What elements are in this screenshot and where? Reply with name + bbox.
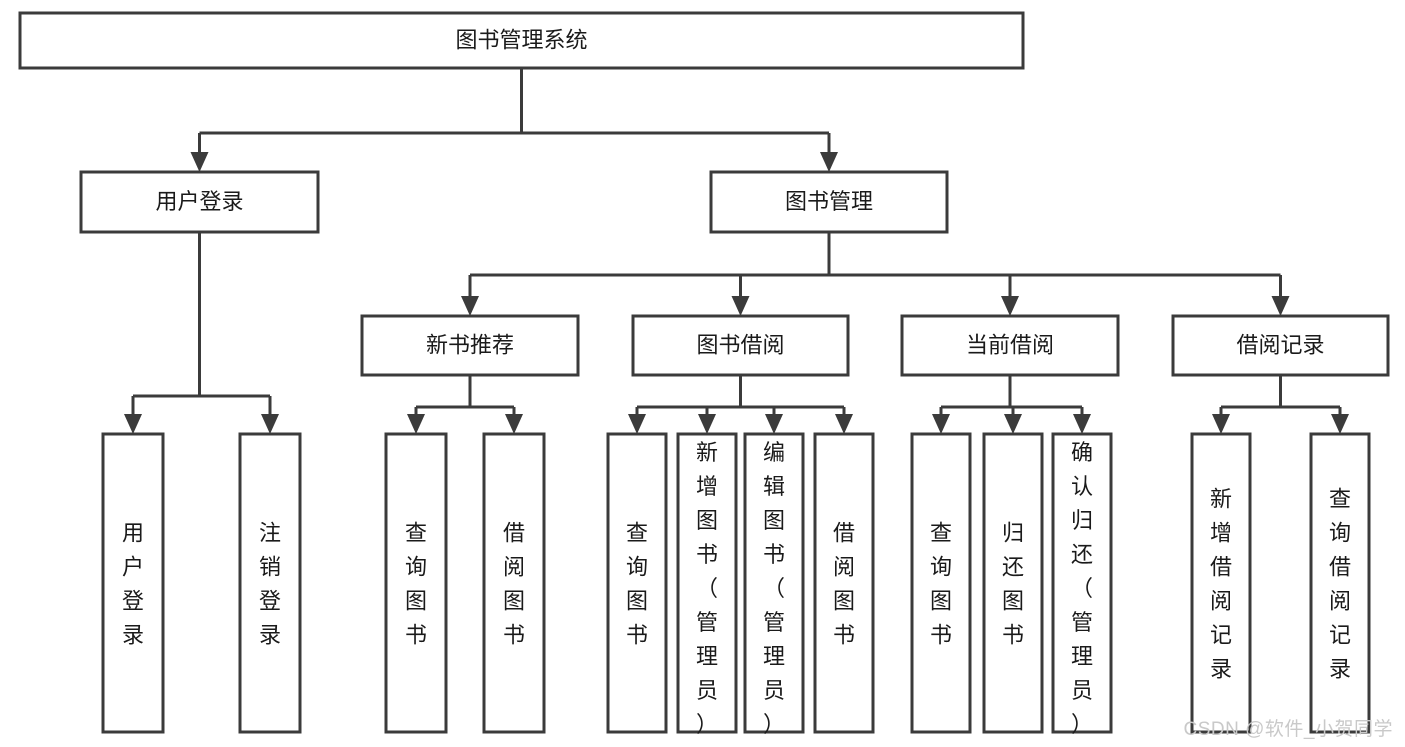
node-leaf-query-book-borrow[interactable]: 查询图书 (606, 432, 668, 734)
arrow-head-icon (1331, 414, 1349, 434)
node-current-borrow[interactable]: 当前借阅 (900, 314, 1120, 377)
node-label-leaf-user-login: 用户登录 (122, 521, 144, 648)
node-box-leaf-borrow-book-recommend[interactable] (482, 432, 546, 734)
node-root[interactable]: 图书管理系统 (18, 11, 1025, 70)
node-label-book-borrow: 图书借阅 (696, 332, 784, 357)
node-leaf-user-logout[interactable]: 注销登录 (238, 432, 302, 734)
node-label-leaf-query-book-current: 查询图书 (930, 521, 952, 648)
node-label-leaf-return-book: 归还图书 (1002, 521, 1024, 648)
arrow-head-icon (1001, 296, 1019, 316)
node-label-user-login: 用户登录 (155, 189, 243, 214)
node-label-leaf-borrow-book-recommend: 借阅图书 (503, 521, 525, 648)
arrow-head-icon (1271, 296, 1290, 316)
arrow-head-icon (835, 414, 853, 434)
node-leaf-return-book[interactable]: 归还图书 (982, 432, 1044, 734)
arrow-head-icon (407, 414, 425, 434)
node-box-leaf-query-book-borrow[interactable] (606, 432, 668, 734)
node-box-user-login[interactable] (79, 170, 320, 234)
node-box-book-borrow[interactable] (631, 314, 850, 377)
node-label-leaf-query-book-borrow: 查询图书 (626, 521, 648, 648)
node-label-leaf-confirm-return-admin: 确认归还（管理员） (1071, 440, 1093, 737)
node-leaf-edit-book-admin[interactable]: 编辑图书（管理员） (743, 432, 805, 737)
node-label-root: 图书管理系统 (455, 27, 587, 52)
node-leaf-query-borrow-record[interactable]: 查询借阅记录 (1309, 432, 1371, 734)
node-label-leaf-query-book-recommend: 查询图书 (405, 521, 427, 648)
node-label-new-book-recommend: 新书推荐 (426, 332, 514, 357)
node-leaf-add-book-admin[interactable]: 新增图书（管理员） (676, 432, 738, 737)
node-box-leaf-query-book-recommend[interactable] (384, 432, 448, 734)
arrow-head-icon (505, 414, 523, 434)
arrow-head-icon (1212, 414, 1230, 434)
node-borrow-record[interactable]: 借阅记录 (1171, 314, 1390, 377)
node-leaf-user-login[interactable]: 用户登录 (101, 432, 165, 734)
arrow-head-icon (461, 296, 479, 316)
node-user-login[interactable]: 用户登录 (79, 170, 320, 234)
node-box-current-borrow[interactable] (900, 314, 1120, 377)
node-book-management[interactable]: 图书管理 (709, 170, 949, 234)
node-label-leaf-add-borrow-record: 新增借阅记录 (1210, 487, 1232, 682)
arrow-head-icon (932, 414, 950, 434)
node-box-leaf-add-borrow-record[interactable] (1190, 432, 1252, 734)
arrow-head-icon (1004, 414, 1022, 434)
node-box-book-management[interactable] (709, 170, 949, 234)
node-box-leaf-query-borrow-record[interactable] (1309, 432, 1371, 734)
node-box-root[interactable] (18, 11, 1025, 70)
arrow-head-icon (765, 414, 783, 434)
node-box-leaf-edit-book-admin[interactable] (743, 432, 805, 734)
node-label-leaf-user-logout: 注销登录 (259, 521, 281, 648)
node-leaf-query-book-current[interactable]: 查询图书 (910, 432, 972, 734)
node-leaf-query-book-recommend[interactable]: 查询图书 (384, 432, 448, 734)
node-box-leaf-confirm-return-admin[interactable] (1051, 432, 1113, 734)
node-leaf-add-borrow-record[interactable]: 新增借阅记录 (1190, 432, 1252, 734)
arrow-head-icon (261, 414, 279, 434)
node-box-borrow-record[interactable] (1171, 314, 1390, 377)
arrow-head-icon (190, 152, 209, 172)
node-box-leaf-query-book-current[interactable] (910, 432, 972, 734)
node-label-leaf-edit-book-admin: 编辑图书（管理员） (763, 440, 785, 737)
node-label-book-management: 图书管理 (785, 189, 873, 214)
node-box-leaf-add-book-admin[interactable] (676, 432, 738, 734)
node-book-borrow[interactable]: 图书借阅 (631, 314, 850, 377)
csdn-watermark: CSDN @软件_小贺同学 (1183, 719, 1393, 740)
arrow-head-icon (1073, 414, 1091, 434)
node-label-leaf-borrow-book: 借阅图书 (833, 521, 855, 648)
node-new-book-recommend[interactable]: 新书推荐 (360, 314, 580, 377)
node-label-borrow-record: 借阅记录 (1236, 332, 1324, 357)
node-box-leaf-borrow-book[interactable] (813, 432, 875, 734)
arrow-head-icon (628, 414, 646, 434)
node-leaf-borrow-book[interactable]: 借阅图书 (813, 432, 875, 734)
node-leaf-confirm-return-admin[interactable]: 确认归还（管理员） (1051, 432, 1113, 737)
node-box-leaf-user-login[interactable] (101, 432, 165, 734)
arrow-head-icon (124, 414, 142, 434)
arrow-head-icon (820, 152, 838, 172)
node-box-new-book-recommend[interactable] (360, 314, 580, 377)
node-box-leaf-user-logout[interactable] (238, 432, 302, 734)
node-box-leaf-return-book[interactable] (982, 432, 1044, 734)
node-label-current-borrow: 当前借阅 (966, 332, 1054, 357)
node-layer: 图书管理系统用户登录图书管理新书推荐图书借阅当前借阅借阅记录用户登录注销登录查询… (18, 11, 1390, 737)
arrow-head-icon (698, 414, 716, 434)
node-leaf-borrow-book-recommend[interactable]: 借阅图书 (482, 432, 546, 734)
arrow-head-icon (731, 296, 750, 316)
node-label-leaf-query-borrow-record: 查询借阅记录 (1329, 487, 1351, 682)
node-label-leaf-add-book-admin: 新增图书（管理员） (696, 440, 718, 737)
connector-layer (124, 68, 1349, 434)
